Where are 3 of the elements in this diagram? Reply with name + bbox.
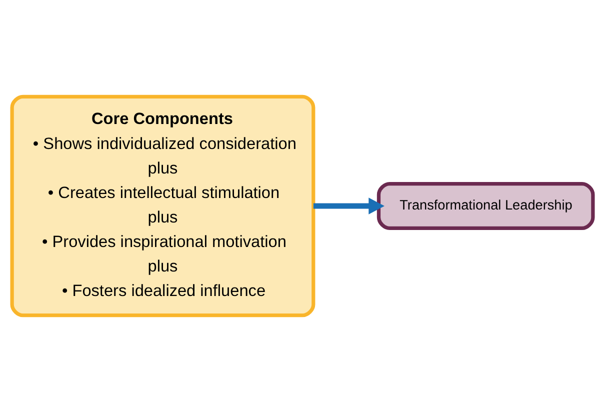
node-box: Transformational Leadership	[376, 181, 595, 230]
node-box: Core Components • Shows individualized consideration plus • Creates intellectual stimulation plus • Provides inspirational motivation plus • Fosters idealized influence	[10, 94, 316, 317]
arrow	[313, 197, 384, 214]
